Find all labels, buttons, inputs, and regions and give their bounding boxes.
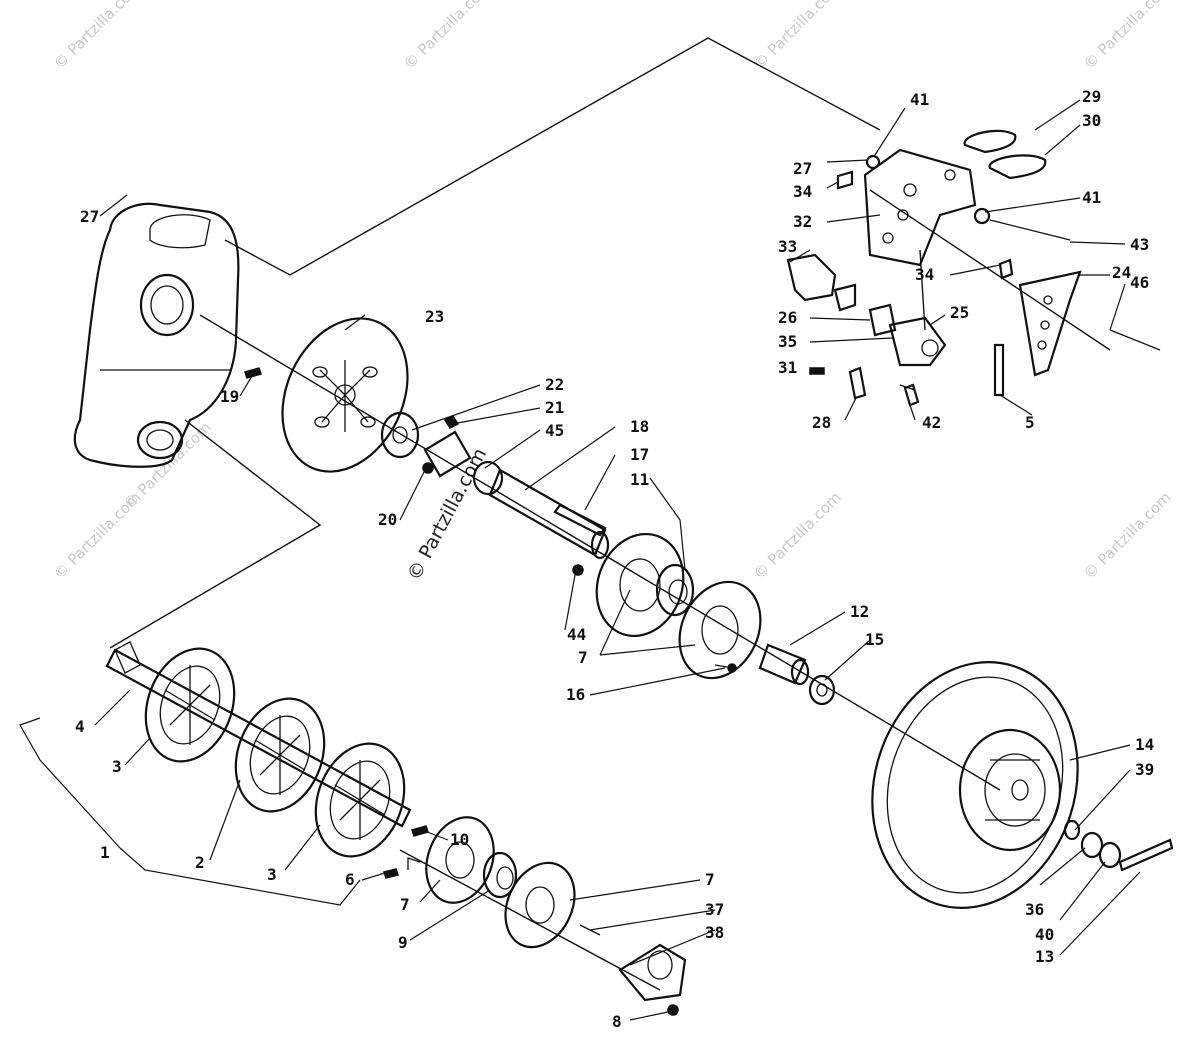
brake-bracket-assembly xyxy=(786,129,1161,407)
callout-17: 17 xyxy=(630,445,649,464)
callout-15: 15 xyxy=(865,630,884,649)
callout-7-lower-right: 7 xyxy=(705,870,715,889)
callout-45: 45 xyxy=(545,421,564,440)
callout-43: 43 xyxy=(1130,235,1149,254)
shaft-parts xyxy=(244,367,610,576)
watermark: © Partzilla.com xyxy=(750,488,845,583)
chaincase-housing xyxy=(73,202,240,468)
callout-2: 2 xyxy=(195,853,205,872)
assembly-outline xyxy=(109,37,881,649)
callout-40: 40 xyxy=(1035,925,1054,944)
callout-3: 3 xyxy=(112,757,122,776)
callout-9: 9 xyxy=(398,933,408,952)
callout-8: 8 xyxy=(612,1012,622,1031)
callout-24: 24 xyxy=(1112,263,1131,282)
watermark: © Partzilla.com xyxy=(1080,0,1175,73)
upper-bearing-assembly xyxy=(595,532,762,680)
callout-labels: 27 19 20 23 22 21 45 18 17 11 44 7 16 12… xyxy=(75,87,1154,1031)
callout-18: 18 xyxy=(630,417,649,436)
axis-lines xyxy=(199,189,1111,991)
callout-16: 16 xyxy=(566,685,585,704)
driven-clutch xyxy=(871,661,1174,909)
callout-39: 39 xyxy=(1135,760,1154,779)
callout-26: 26 xyxy=(778,308,797,327)
watermark: © Partzilla.com xyxy=(750,0,845,73)
callout-34: 34 xyxy=(793,182,812,201)
callout-5: 5 xyxy=(1025,413,1035,432)
callout-35: 35 xyxy=(778,332,797,351)
callout-38: 38 xyxy=(705,923,724,942)
watermark: © Partzilla.com xyxy=(1080,488,1175,583)
callout-37: 37 xyxy=(705,900,724,919)
callout-25: 25 xyxy=(950,303,969,322)
callout-1: 1 xyxy=(100,843,110,862)
callout-20: 20 xyxy=(378,510,397,529)
callout-11: 11 xyxy=(630,470,649,489)
callout-44: 44 xyxy=(567,625,586,644)
callout-31: 31 xyxy=(778,358,797,377)
watermarks: © Partzilla.com © Partzilla.com © Partzi… xyxy=(50,0,1175,584)
callout-28: 28 xyxy=(812,413,831,432)
callout-12: 12 xyxy=(850,602,869,621)
callout-41: 41 xyxy=(910,90,929,109)
callout-22: 22 xyxy=(545,375,564,394)
watermark: © Partzilla.com xyxy=(400,0,495,73)
callout-10: 10 xyxy=(450,830,469,849)
callout-46: 46 xyxy=(1130,273,1149,292)
callout-27-top: 27 xyxy=(793,159,812,178)
callout-14: 14 xyxy=(1135,735,1154,754)
callout-13: 13 xyxy=(1035,947,1054,966)
callout-4: 4 xyxy=(75,717,85,736)
callout-32: 32 xyxy=(793,212,812,231)
callout-7: 7 xyxy=(578,648,588,667)
callout-3-lower: 3 xyxy=(267,865,277,884)
leader-lines xyxy=(19,99,1141,1021)
callout-42: 42 xyxy=(922,413,941,432)
callout-19: 19 xyxy=(220,387,239,406)
callout-36: 36 xyxy=(1025,900,1044,919)
callout-7-lower-left: 7 xyxy=(400,895,410,914)
callout-6: 6 xyxy=(345,870,355,889)
brake-disc xyxy=(281,317,409,473)
callout-30: 30 xyxy=(1082,111,1101,130)
callout-21: 21 xyxy=(545,398,564,417)
lower-bearing-assembly xyxy=(383,816,687,1016)
callout-23: 23 xyxy=(425,307,444,326)
callout-34-lower: 34 xyxy=(915,265,934,284)
spacer-washer xyxy=(758,643,836,706)
drive-axle xyxy=(105,641,412,858)
callout-41-right: 41 xyxy=(1082,188,1101,207)
watermark: © Partzilla.com xyxy=(50,0,145,73)
callout-33: 33 xyxy=(778,237,797,256)
callout-27: 27 xyxy=(80,207,99,226)
callout-29: 29 xyxy=(1082,87,1101,106)
